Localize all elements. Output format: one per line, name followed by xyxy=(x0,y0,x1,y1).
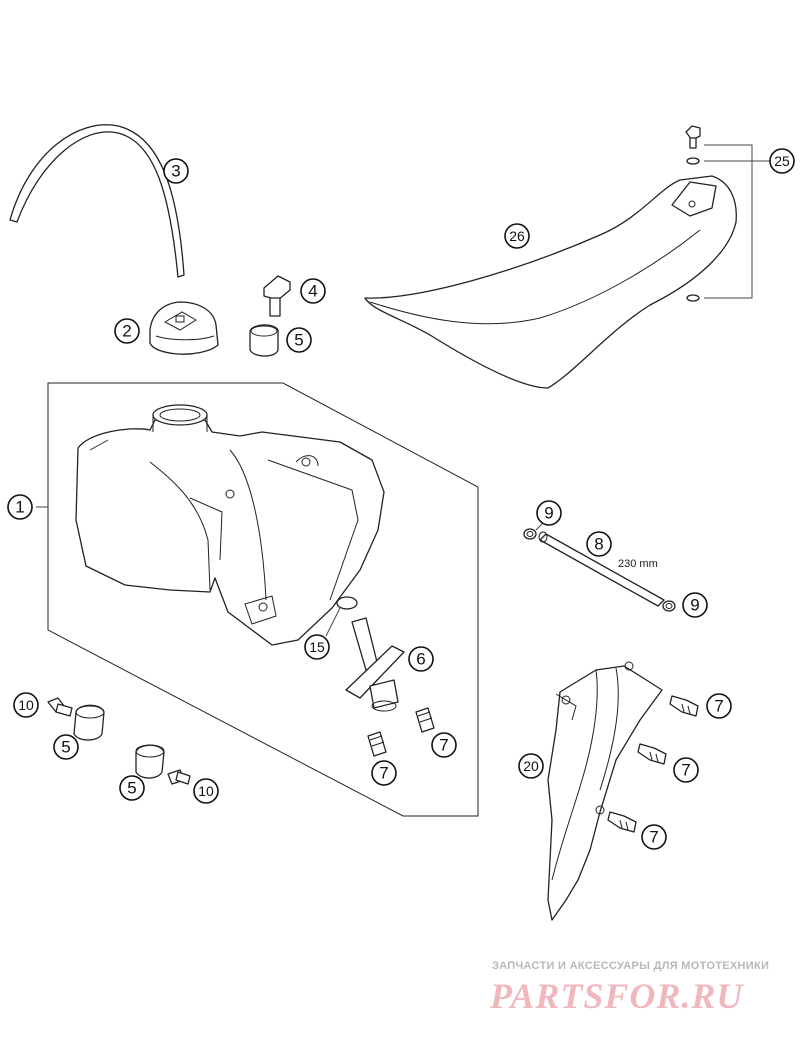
svg-text:7: 7 xyxy=(379,764,388,783)
callout-4: 4 xyxy=(300,278,326,304)
callout-8: 8 xyxy=(586,531,612,557)
tank-spoiler xyxy=(547,661,663,921)
fuel-hose xyxy=(9,124,185,278)
svg-text:5: 5 xyxy=(294,331,303,350)
callout-6: 6 xyxy=(408,646,434,672)
seat-bolt-25 xyxy=(685,125,701,302)
svg-text:26: 26 xyxy=(509,228,525,244)
screw-7-b xyxy=(367,731,387,757)
clamp-9-b xyxy=(662,600,676,612)
svg-text:15: 15 xyxy=(309,639,325,655)
callout-10-a: 10 xyxy=(13,692,39,718)
svg-text:5: 5 xyxy=(127,779,136,798)
callout-10-b: 10 xyxy=(193,778,219,804)
svg-text:6: 6 xyxy=(416,650,425,669)
clamp-9-a xyxy=(523,528,537,540)
leader-25 xyxy=(704,144,770,299)
watermark-tagline: ЗАПЧАСТИ И АКСЕССУАРЫ ДЛЯ МОТОТЕХНИКИ xyxy=(492,960,770,972)
fuel-cap xyxy=(149,301,219,355)
spacer-5-mid xyxy=(135,744,165,779)
callout-25: 25 xyxy=(769,148,795,174)
callout-15: 15 xyxy=(304,634,330,660)
callout-5-mid: 5 xyxy=(119,775,145,801)
callout-20: 20 xyxy=(518,753,544,779)
svg-text:7: 7 xyxy=(649,828,658,847)
svg-text:10: 10 xyxy=(18,697,34,713)
spacer-5-upper xyxy=(249,324,279,357)
svg-text:10: 10 xyxy=(198,783,214,799)
screw-7-a xyxy=(415,707,435,733)
svg-text:7: 7 xyxy=(439,736,448,755)
callout-7-a: 7 xyxy=(431,732,457,758)
callout-1: 1 xyxy=(7,494,33,520)
callout-7-c: 7 xyxy=(706,693,732,719)
bolt-10-b xyxy=(167,769,191,785)
watermark-logo: PARTSFOR.RU xyxy=(490,976,744,1016)
callout-7-b: 7 xyxy=(371,760,397,786)
callout-9-b: 9 xyxy=(682,592,708,618)
svg-text:4: 4 xyxy=(308,282,317,301)
fuel-tap xyxy=(345,617,405,712)
svg-text:1: 1 xyxy=(15,498,24,517)
svg-text:5: 5 xyxy=(61,738,70,757)
bolt-4 xyxy=(263,275,291,317)
screw-7-e xyxy=(607,811,637,833)
svg-text:9: 9 xyxy=(544,504,553,523)
svg-text:2: 2 xyxy=(122,322,131,341)
callout-5-left: 5 xyxy=(53,734,79,760)
o-ring-15 xyxy=(336,596,358,610)
callout-9-a: 9 xyxy=(536,500,562,526)
svg-text:8: 8 xyxy=(594,535,603,554)
hose-8 xyxy=(538,531,665,607)
leader-15 xyxy=(325,607,341,637)
seat xyxy=(364,175,737,389)
callout-7-e: 7 xyxy=(641,824,667,850)
bolt-10-a xyxy=(47,697,73,717)
dimension-label: 230 mm xyxy=(618,558,658,570)
screw-7-c xyxy=(669,695,699,717)
svg-text:20: 20 xyxy=(523,758,539,774)
svg-text:7: 7 xyxy=(714,697,723,716)
callout-2: 2 xyxy=(114,318,140,344)
fuel-tank xyxy=(75,404,385,646)
spacer-5-left xyxy=(73,704,105,741)
svg-text:9: 9 xyxy=(690,596,699,615)
tank-assembly-frame xyxy=(47,382,479,817)
svg-text:3: 3 xyxy=(171,162,180,181)
callout-5-upper: 5 xyxy=(286,327,312,353)
svg-text:7: 7 xyxy=(681,761,690,780)
screw-7-d xyxy=(637,743,667,765)
callout-26: 26 xyxy=(504,223,530,249)
callout-7-d: 7 xyxy=(673,757,699,783)
callout-3: 3 xyxy=(163,158,189,184)
svg-text:25: 25 xyxy=(774,153,790,169)
